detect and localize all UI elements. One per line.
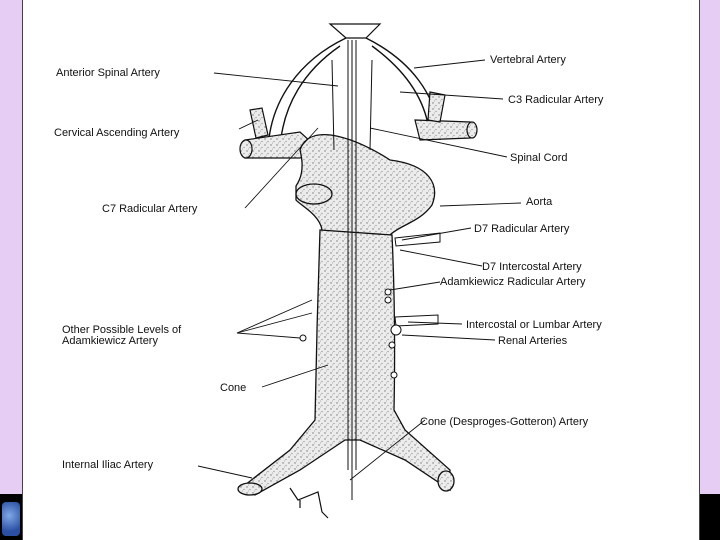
- corner-block-right: [698, 494, 720, 540]
- leader-lines: [197, 59, 522, 481]
- label-c7-radicular: C7 Radicular Artery: [102, 203, 198, 215]
- label-cervical-ascending: Cervical Ascending Artery: [54, 127, 180, 139]
- descending-aorta: [237, 229, 455, 496]
- label-anterior-spinal: Anterior Spinal Artery: [56, 67, 160, 79]
- label-d7-intercostal: D7 Intercostal Artery: [482, 261, 582, 273]
- right-frame: [698, 0, 720, 540]
- label-other-levels-2: Adamkiewicz Artery: [62, 335, 158, 347]
- label-c3-radicular: C3 Radicular Artery: [508, 94, 604, 106]
- logo-icon: [2, 502, 20, 536]
- cone-artery-branch: [289, 487, 329, 519]
- basilar-top: [328, 23, 382, 39]
- label-aorta: Aorta: [526, 196, 553, 208]
- diagram-labels: Anterior Spinal Artery Vertebral Artery …: [54, 54, 604, 471]
- label-renal: Renal Arteries: [498, 335, 568, 347]
- label-spinal-cord: Spinal Cord: [510, 152, 567, 164]
- label-cone: Cone: [220, 382, 246, 394]
- label-intercostal-lumbar: Intercostal or Lumbar Artery: [466, 319, 602, 331]
- label-other-levels-1: Other Possible Levels of: [62, 324, 182, 336]
- label-internal-iliac: Internal Iliac Artery: [62, 459, 154, 471]
- label-vertebral: Vertebral Artery: [490, 54, 566, 66]
- label-d7-radicular: D7 Radicular Artery: [474, 223, 570, 235]
- radicular-branches: [299, 232, 441, 379]
- label-cone-artery: Cone (Desproges-Gotteron) Artery: [420, 416, 589, 428]
- label-adamkiewicz-radicular: Adamkiewicz Radicular Artery: [440, 276, 586, 288]
- left-frame: [0, 0, 22, 540]
- spinal-cord: [331, 40, 373, 500]
